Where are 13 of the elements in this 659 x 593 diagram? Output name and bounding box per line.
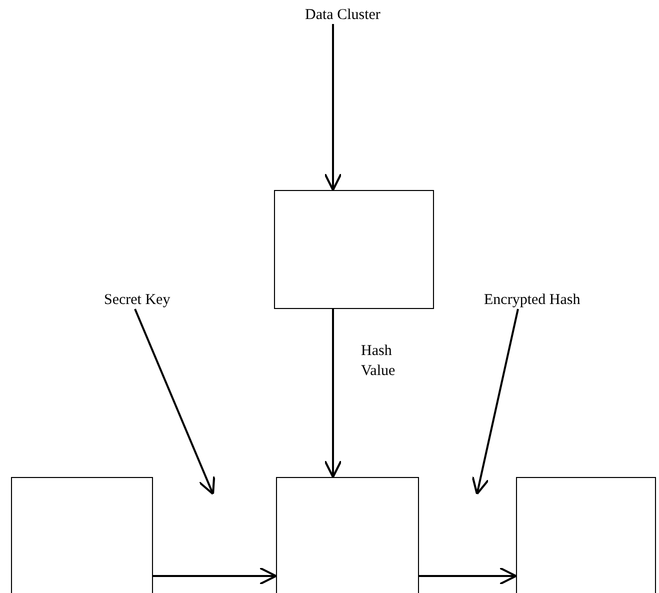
arrow: [153, 566, 278, 586]
arrow: [134, 308, 216, 496]
arrow: [324, 309, 342, 478]
process-box: [11, 477, 153, 593]
arrow: [324, 24, 342, 192]
text-label: Data Cluster: [305, 7, 380, 23]
process-box: [516, 477, 656, 593]
process-box: [274, 190, 434, 309]
text-label: Secret Key: [104, 292, 170, 308]
arrow: [419, 566, 518, 586]
arrow: [472, 308, 519, 496]
process-box: [276, 477, 419, 593]
text-label: Encrypted Hash: [484, 292, 580, 308]
